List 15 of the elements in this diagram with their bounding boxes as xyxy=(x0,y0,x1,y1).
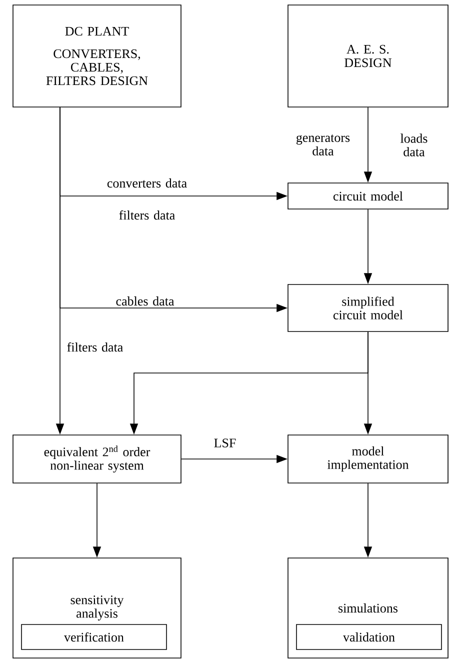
design-box: A. E. S. DESIGN xyxy=(288,4,448,108)
edge-label: converters data xyxy=(107,178,187,188)
edge-label: cables data xyxy=(116,296,174,306)
data-label: loads data xyxy=(400,134,428,156)
process-box: circuit model xyxy=(288,182,448,210)
process-box: model implementation xyxy=(288,434,448,484)
design-box: DC PLANT CONVERTERS, CABLES, FILTERS DESIGN xyxy=(12,4,182,108)
process-box: simplified circuit model xyxy=(288,284,448,332)
edge-label: filters data xyxy=(67,342,123,352)
inner-box: verification xyxy=(21,624,167,650)
edge-label: generators data xyxy=(296,134,350,156)
edge-label: LSF xyxy=(214,438,236,448)
process-box: equivalent 2$^{nd}$ order non-linear system xyxy=(12,434,182,484)
data-label: filters data xyxy=(119,210,175,220)
inner-box: validation xyxy=(296,624,442,650)
